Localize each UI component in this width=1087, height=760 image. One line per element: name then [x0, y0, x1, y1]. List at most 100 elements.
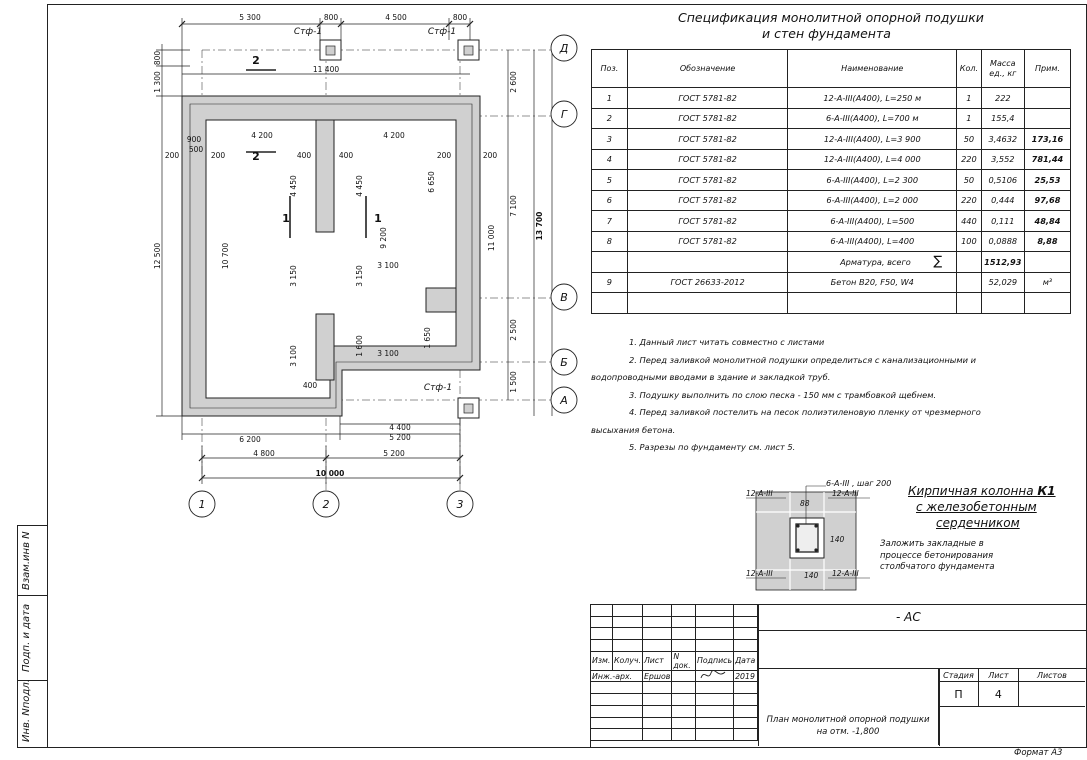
dim-text: 200 — [437, 151, 452, 160]
spec-title-line1: Спецификация монолитной опорной подушки — [678, 10, 984, 25]
dim-text: 10 700 — [221, 243, 230, 269]
sheets-value — [1017, 681, 1085, 707]
cell: 3,552 — [980, 148, 1025, 170]
column-label: Стф-1 — [428, 27, 456, 37]
cell: 97,68 — [1023, 189, 1072, 211]
total-value: 1512,93 — [980, 251, 1025, 273]
header-cell: Поз. — [591, 49, 628, 88]
cell: Подпись — [694, 650, 735, 671]
cell: 1 — [591, 87, 628, 109]
cell: 220 — [956, 189, 982, 211]
stage-value: П — [938, 681, 979, 707]
section-mark: 2 — [252, 54, 260, 67]
foundation-plan: Д Г В Б А 1 2 3 5 300 800 4 500 800 11 4… — [153, 13, 578, 518]
cell: 1 — [956, 87, 982, 109]
sheet-title: План монолитной опорной подушки на отм. … — [766, 715, 930, 737]
side-divider — [17, 680, 47, 681]
cell: 1 — [956, 107, 982, 129]
total-label: Арматура, всего — [840, 257, 911, 268]
dim-text: 4 800 — [253, 449, 275, 458]
column-title-2: с железобетонным — [916, 500, 1037, 514]
column-detail: 12-А-III 12-А-III 12-А-III 12-А-III 88 1… — [746, 485, 870, 591]
dim-text: 200 — [211, 151, 226, 160]
dim-text: 800 — [324, 13, 339, 22]
axis-label: А — [559, 394, 568, 407]
cell: 7 — [591, 210, 628, 232]
dim-text: 400 — [339, 151, 354, 160]
total-label-cell: Арматура, всего ∑ — [787, 251, 958, 273]
section-mark: 1 — [282, 212, 290, 225]
dim-text: 1 650 — [423, 327, 432, 349]
dim-text: 4 200 — [251, 131, 273, 140]
cell: 222 — [980, 87, 1025, 109]
axis-label: 1 — [199, 498, 206, 511]
table-row — [591, 292, 1072, 314]
dim-text: 4 500 — [385, 13, 407, 22]
general-notes: 1. Данный лист читать совместно с листам… — [591, 334, 991, 457]
note-item: 1. Данный лист читать совместно с листам… — [629, 337, 825, 347]
cell: ГОСТ 5781-82 — [626, 210, 789, 232]
column-label: Стф-1 — [424, 383, 452, 393]
cell: 12-А-III(А400), L=250 м — [787, 87, 958, 109]
dim-text: 2 600 — [509, 71, 518, 93]
rebar-label: 12-А-III — [832, 489, 860, 498]
cell: 0,0888 — [980, 230, 1025, 252]
rebar-label: 12-А-III — [746, 569, 774, 578]
dim-text: 800 — [453, 13, 468, 22]
column-note: Заложить закладные в процессе бетонирова… — [880, 539, 995, 572]
dim-text: 500 — [189, 145, 204, 154]
dim-text: 2 500 — [509, 319, 518, 341]
dim-text: 5 200 — [383, 449, 405, 458]
sheet-value: 4 — [977, 681, 1019, 707]
dim-text: 1 500 — [509, 371, 518, 393]
cell: ГОСТ 5781-82 — [626, 128, 789, 150]
cell: 50 — [956, 169, 982, 191]
dim-text: 3 100 — [289, 345, 298, 367]
section-mark: 1 — [374, 212, 382, 225]
cell: 155,4 — [980, 107, 1025, 129]
cell: Лист — [641, 650, 673, 671]
dim-text: 1 300 — [153, 71, 162, 93]
column-title-code: К1 — [1037, 484, 1056, 498]
title-block-mid — [758, 630, 1086, 669]
axis-label: Д — [559, 42, 569, 55]
axis-label: 2 — [323, 498, 330, 511]
dim-text: 3 150 — [289, 265, 298, 287]
side-stamp — [17, 525, 48, 748]
dim-text: 6 650 — [427, 171, 436, 193]
cell: ГОСТ 5781-82 — [626, 148, 789, 170]
rebar-label: 12-А-III — [746, 489, 774, 498]
cell: ГОСТ 5781-82 — [626, 107, 789, 129]
dim-text: 3 100 — [377, 349, 399, 358]
cell: 100 — [956, 230, 982, 252]
rebar-top-label: 6-А-III , шаг 200 — [826, 479, 892, 488]
side-label-signature: Подп. и дата — [21, 603, 32, 672]
revision-row: Инж.-арх.Ершов 2019 — [590, 669, 758, 683]
cell: 52,029 — [980, 271, 1025, 293]
dim-text: 9 200 — [379, 227, 388, 249]
spec-table: Поз. Обозначение Наименование Кол. Масса… — [591, 49, 1072, 314]
axis-label: В — [560, 291, 568, 304]
note-item: 2. Перед заливкой монолитной подушки опр… — [591, 354, 977, 383]
spec-header-row: Поз. Обозначение Наименование Кол. Масса… — [591, 49, 1072, 88]
header-cell: Кол. — [956, 49, 982, 88]
cell: 6-А-III(А400), L=2 000 — [787, 189, 958, 211]
cell: ГОСТ 5781-82 — [626, 230, 789, 252]
note-item: 5. Разрезы по фундаменту см. лист 5. — [629, 442, 796, 452]
dim-text: 11 000 — [487, 225, 496, 251]
cell: 8,88 — [1023, 230, 1072, 252]
dim-text: 4 400 — [389, 423, 411, 432]
column-label: Стф-1 — [294, 27, 322, 37]
cell: 8 — [591, 230, 628, 252]
dim-text: 140 — [830, 535, 845, 544]
cell: Дата — [733, 650, 758, 671]
cell: 9 — [591, 271, 628, 293]
column-title: Кирпичная колонна К1 — [908, 484, 1056, 498]
